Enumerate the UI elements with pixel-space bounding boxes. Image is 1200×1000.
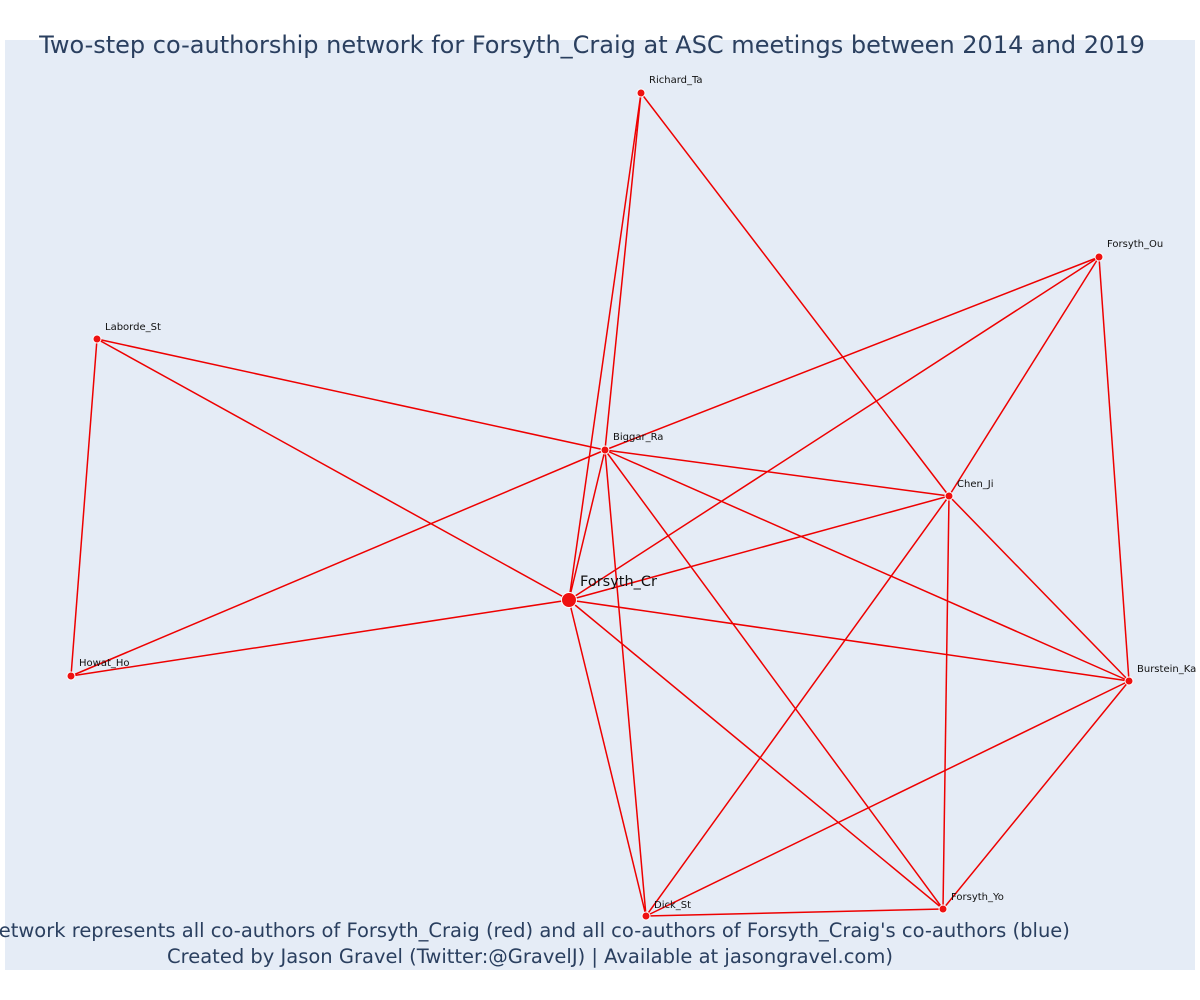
edge-forsyth-cr-laborde-st [96, 338, 570, 601]
edge-forsyth-cr-richard-ta [568, 92, 642, 601]
node-dick-st[interactable] [641, 911, 651, 921]
node-label-chen-ji: Chen_Ji [957, 479, 994, 490]
edge-forsyth-ou-burstein-ka [1098, 256, 1130, 682]
edge-chen-ji-burstein-ka [948, 495, 1130, 682]
node-label-dick-st: Dick_St [654, 900, 691, 911]
node-label-burstein-ka: Burstein_Ka [1137, 664, 1196, 675]
edge-forsyth-cr-burstein-ka [568, 599, 1130, 682]
edge-forsyth-ou-biggar-ra [604, 256, 1100, 451]
edge-forsyth-ou-chen-ji [948, 256, 1100, 497]
edge-forsyth-cr-chen-ji [568, 495, 950, 601]
node-howat-ho[interactable] [66, 671, 76, 681]
node-label-forsyth-yo: Forsyth_Yo [951, 892, 1004, 903]
edge-forsyth-cr-howat-ho [70, 599, 570, 677]
edge-biggar-ra-forsyth-yo [604, 449, 944, 910]
node-biggar-ra[interactable] [600, 445, 610, 455]
node-label-richard-ta: Richard_Ta [649, 75, 703, 86]
edge-biggar-ra-chen-ji [604, 449, 950, 497]
plot-background [5, 40, 1195, 970]
node-label-forsyth-ou: Forsyth_Ou [1107, 239, 1163, 250]
edge-biggar-ra-dick-st [604, 449, 647, 917]
nodes-layer [66, 88, 1134, 921]
edge-forsyth-cr-dick-st [568, 599, 647, 917]
node-forsyth-cr[interactable] [561, 592, 577, 608]
edges-layer [70, 92, 1130, 917]
node-forsyth-ou[interactable] [1094, 252, 1104, 262]
node-richard-ta[interactable] [636, 88, 646, 98]
node-burstein-ka[interactable] [1124, 676, 1134, 686]
edge-forsyth-cr-forsyth-ou [568, 256, 1100, 601]
edge-chen-ji-forsyth-yo [942, 495, 950, 910]
edge-forsyth-cr-biggar-ra [568, 449, 606, 601]
node-labels-layer: Forsyth_Cr Richard_TaForsyth_OuLaborde_St… [79, 75, 1196, 911]
edge-burstein-ka-dick-st [645, 680, 1130, 917]
node-chen-ji[interactable] [944, 491, 954, 501]
edge-burstein-ka-forsyth-yo [942, 680, 1130, 910]
edge-forsyth-cr-forsyth-yo [568, 599, 944, 910]
node-label-howat-ho: Howat_Ho [79, 658, 130, 669]
node-laborde-st[interactable] [92, 334, 102, 344]
node-label-forsyth-cr: Forsyth_Cr [580, 574, 657, 590]
node-forsyth-yo[interactable] [938, 904, 948, 914]
edge-laborde-st-biggar-ra [96, 338, 606, 451]
node-label-biggar-ra: Biggar_Ra [613, 432, 663, 443]
edge-richard-ta-chen-ji [640, 92, 950, 497]
edge-biggar-ra-howat-ho [70, 449, 606, 677]
node-label-laborde-st: Laborde_St [105, 322, 161, 333]
chart-title: Two-step co-authorship network for Forsy… [38, 31, 1145, 59]
edge-chen-ji-dick-st [645, 495, 950, 917]
edge-forsyth-yo-dick-st [645, 908, 944, 917]
caption-line-1: Network represents all co-authors of For… [0, 919, 1070, 942]
edge-richard-ta-biggar-ra [604, 92, 642, 451]
edge-biggar-ra-burstein-ka [604, 449, 1130, 682]
edge-laborde-st-howat-ho [70, 338, 98, 677]
caption-line-2: Created by Jason Gravel (Twitter:@Gravel… [167, 945, 893, 968]
